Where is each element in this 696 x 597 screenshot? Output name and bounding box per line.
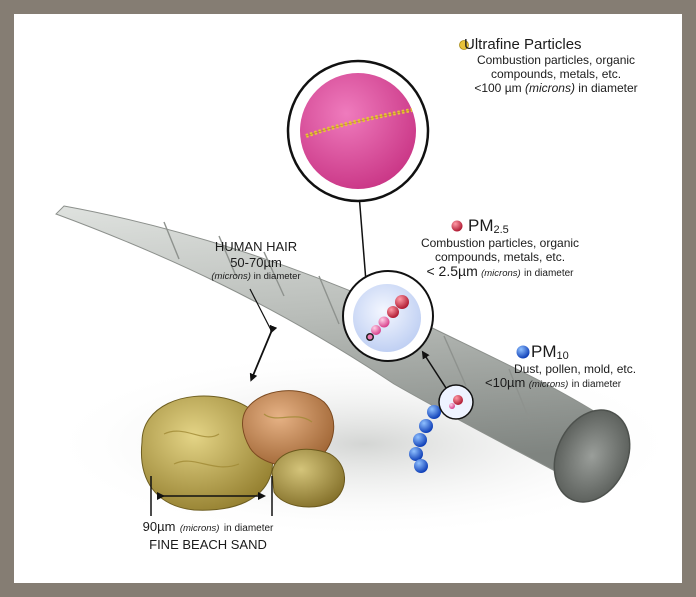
pm25-label: PM2.5 Combustion particles, organic comp… bbox=[398, 216, 602, 281]
pm10-title: PM10 bbox=[482, 342, 682, 362]
pm10-microns: (microns) bbox=[529, 379, 569, 390]
sand-grains bbox=[141, 391, 344, 511]
ultrafine-size: <100 µm bbox=[474, 81, 521, 95]
ultrafine-microns: (microns) bbox=[525, 81, 575, 95]
ultrafine-title: Ultrafine Particles bbox=[436, 36, 676, 53]
pm25-suffix: in diameter bbox=[524, 268, 573, 279]
pm10-suffix: in diameter bbox=[572, 379, 621, 390]
pm10-prefix: PM bbox=[531, 342, 557, 361]
pm10-magnifier bbox=[439, 385, 473, 419]
particle-size-illustration bbox=[14, 14, 682, 583]
pm25-prefix: PM bbox=[468, 216, 494, 235]
beach-sand-label: 90µm (microns) in diameter FINE BEACH SA… bbox=[98, 519, 318, 553]
beach-sand-suffix: in diameter bbox=[224, 523, 273, 534]
pm10-label: PM10 Dust, pollen, mold, etc. <10µm (mic… bbox=[482, 342, 682, 392]
ultrafine-suffix: in diameter bbox=[578, 81, 637, 95]
pm25-microns: (microns) bbox=[481, 268, 521, 279]
pm25-title: PM2.5 bbox=[398, 216, 602, 236]
pm10-size: <10µm bbox=[485, 375, 525, 390]
beach-sand-title: FINE BEACH SAND bbox=[98, 537, 318, 553]
human-hair-note: (microns) in diameter bbox=[200, 271, 312, 283]
pm10-desc-1: Dust, pollen, mold, etc. bbox=[482, 362, 682, 376]
human-hair-label: HUMAN HAIR 50-70µm (microns) in diameter bbox=[200, 239, 312, 283]
beach-sand-size: 90µm bbox=[143, 519, 176, 534]
human-hair-title: HUMAN HAIR bbox=[200, 239, 312, 255]
pm25-desc-2: compounds, metals, etc. bbox=[398, 250, 602, 264]
pm25-subscript: 2.5 bbox=[494, 224, 509, 236]
pm25-size: < 2.5µm bbox=[426, 263, 477, 279]
human-hair-suffix: in diameter bbox=[254, 271, 301, 282]
beach-sand-microns: (microns) bbox=[180, 523, 220, 534]
human-hair-size: 50-70µm bbox=[200, 255, 312, 271]
ultrafine-desc-2: compounds, metals, etc. bbox=[436, 67, 676, 81]
pm10-size-line: <10µm (microns) in diameter bbox=[482, 376, 682, 392]
pm25-size-line: < 2.5µm (microns) in diameter bbox=[398, 264, 602, 281]
ultrafine-label: Ultrafine Particles Combustion particles… bbox=[436, 36, 676, 95]
ultrafine-desc-1: Combustion particles, organic bbox=[436, 53, 676, 67]
beach-sand-size-line: 90µm (microns) in diameter bbox=[98, 519, 318, 537]
human-hair-microns: (microns) bbox=[211, 271, 251, 282]
pm25-magnifier bbox=[343, 271, 433, 361]
pm10-subscript: 10 bbox=[557, 350, 569, 362]
ultrafine-magnifier bbox=[288, 61, 428, 201]
pm25-desc-1: Combustion particles, organic bbox=[398, 236, 602, 250]
ultrafine-size-line: <100 µm (microns) in diameter bbox=[436, 81, 676, 95]
diagram-frame: Ultrafine Particles Combustion particles… bbox=[14, 14, 682, 583]
